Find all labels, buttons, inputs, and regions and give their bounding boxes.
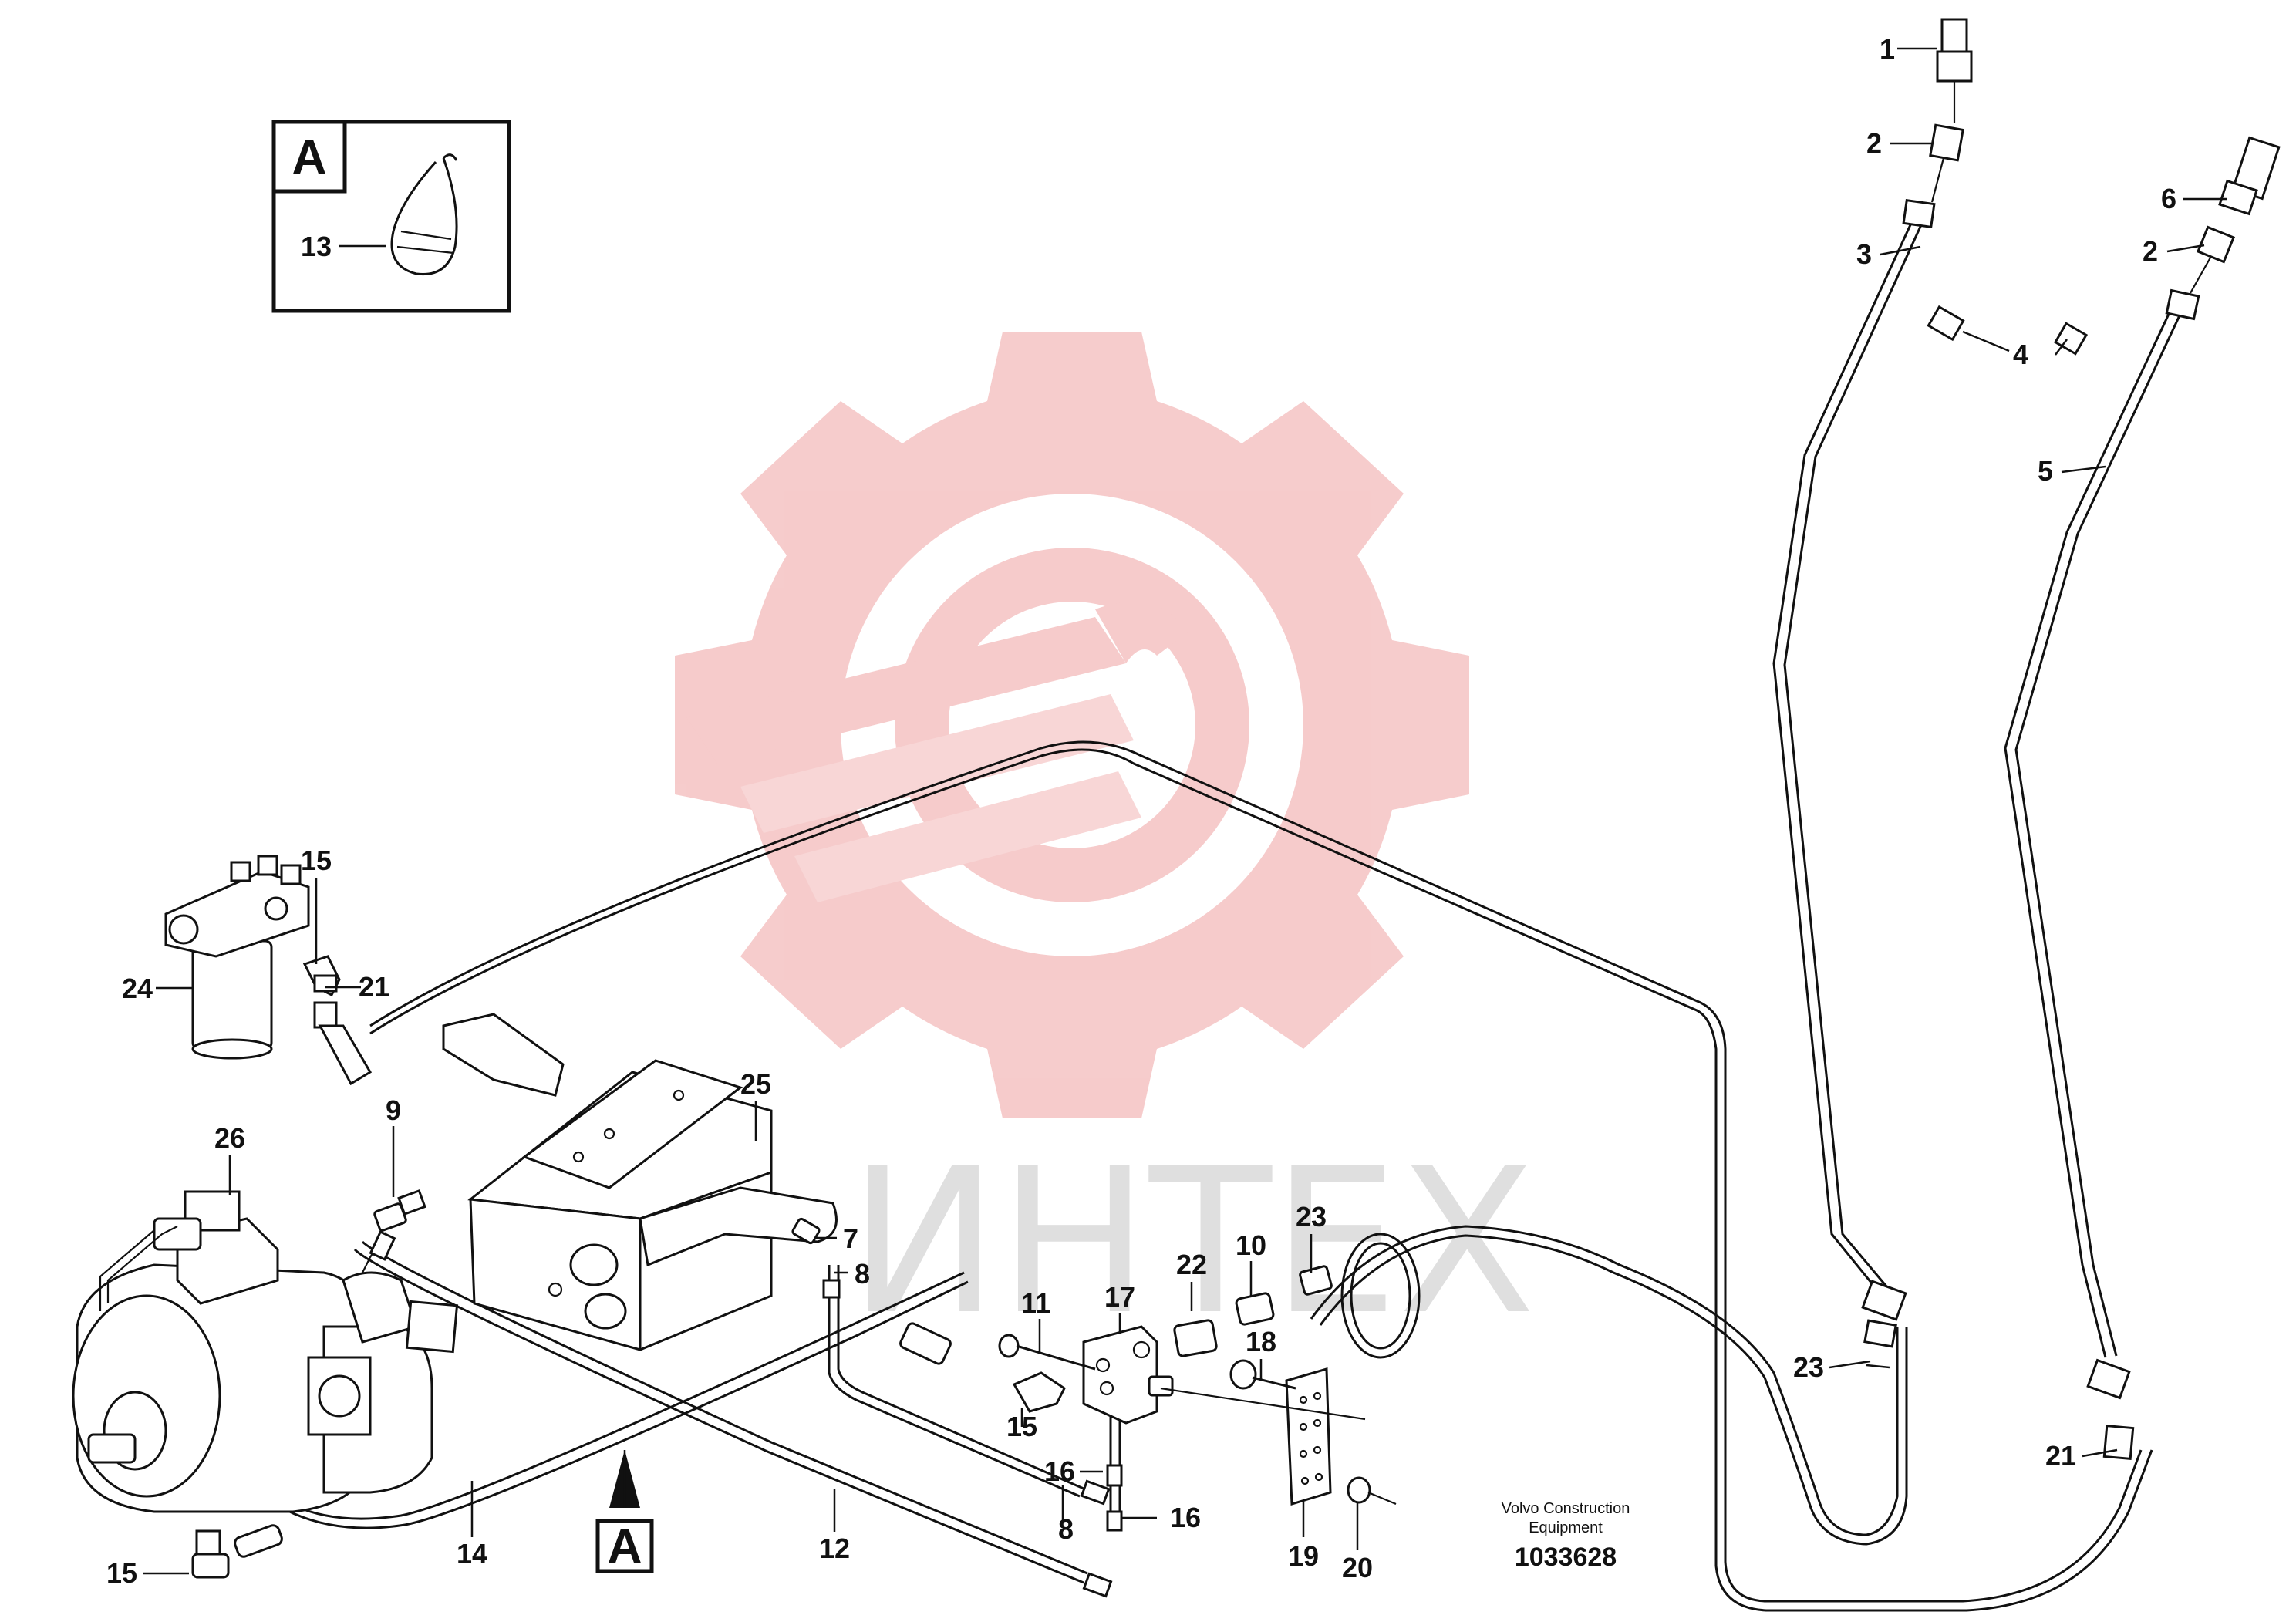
callout-23-mid: 23 [1296,1201,1327,1233]
bolt-18 [1229,1359,1296,1390]
caption-line1: Volvo Construction [1502,1500,1630,1517]
fitting-23-mid [1299,1265,1333,1296]
callout-14: 14 [457,1538,487,1570]
callout-9: 9 [386,1094,401,1126]
callout-10: 10 [1236,1229,1266,1261]
callout-17: 17 [1104,1281,1135,1313]
fitting-10 [1235,1292,1275,1326]
watermark-text: ИНТЕХ [848,1126,1536,1359]
caption-line2: Equipment [1529,1519,1603,1536]
callout-15-top: 15 [301,845,332,876]
callout-25: 25 [740,1068,771,1100]
callout-16-lower: 16 [1170,1502,1201,1533]
fitting-2-upper [1929,123,1964,203]
fitting-1 [1936,18,1973,123]
callout-15-mid: 15 [1006,1411,1037,1442]
view-marker-a: A [595,1450,654,1573]
callout-16-upper: 16 [1044,1455,1075,1487]
callout-8-upper: 8 [855,1258,870,1290]
elbow-15-mid [1012,1371,1066,1413]
fitting-16-upper [1080,1464,1123,1506]
callout-13: 13 [301,231,332,262]
callout-2-upper: 2 [1866,127,1882,159]
fitting-6 [2218,136,2281,216]
callout-8-lower: 8 [1058,1513,1074,1545]
callout-12: 12 [819,1533,850,1564]
tube-3 [1772,198,1936,1348]
callout-26: 26 [214,1122,245,1154]
callout-15-bottom: 15 [106,1557,137,1589]
clip-4 [1927,305,2089,356]
fitting-16-lower [1082,1510,1123,1598]
caption: Volvo Construction Equipment 1033628 [1502,1500,1630,1572]
callout-21-right: 21 [2045,1440,2076,1472]
detail-box-letter: A [292,131,327,184]
callout-18: 18 [1246,1326,1276,1357]
callout-6: 6 [2161,183,2176,214]
view-marker-letter: A [608,1520,642,1573]
callout-21-filter: 21 [359,971,389,1003]
plate-19 [1160,1367,1366,1506]
callout-20: 20 [1342,1552,1373,1583]
valve-box-25 [442,1013,841,1352]
watermark-logo: ИНТЕХ [675,332,1536,1359]
fitting-22 [1173,1319,1218,1357]
callout-23-right: 23 [1793,1351,1824,1383]
detail-box-a: A 13 [271,120,511,313]
callout-5: 5 [2038,455,2053,487]
callout-3: 3 [1856,238,1872,270]
valve-17 [1082,1325,1174,1425]
pump-26 [72,1190,459,1579]
tube-5 [2004,288,2200,1461]
callout-4: 4 [2013,339,2028,370]
fitting-hose-12 [899,1322,952,1365]
filter-24 [164,855,373,1086]
callouts: 1 2 3 4 5 6 2 7 8 8 9 10 11 12 14 15 15 … [106,33,2176,1589]
leader-lines [143,47,2227,1575]
callout-19: 19 [1288,1540,1319,1572]
diagram-number: 1033628 [1515,1543,1617,1572]
callout-11: 11 [1021,1287,1050,1319]
washer-20 [1347,1476,1397,1506]
callout-2-lower: 2 [2143,235,2158,267]
fitting-9 [362,1189,426,1273]
cable-tie-icon [390,153,458,276]
callout-24: 24 [122,973,153,1004]
callout-7: 7 [843,1222,858,1254]
fitting-2-lower [2190,225,2236,294]
bolt-11 [998,1334,1096,1371]
callout-22: 22 [1176,1249,1207,1280]
callout-1: 1 [1880,33,1895,65]
